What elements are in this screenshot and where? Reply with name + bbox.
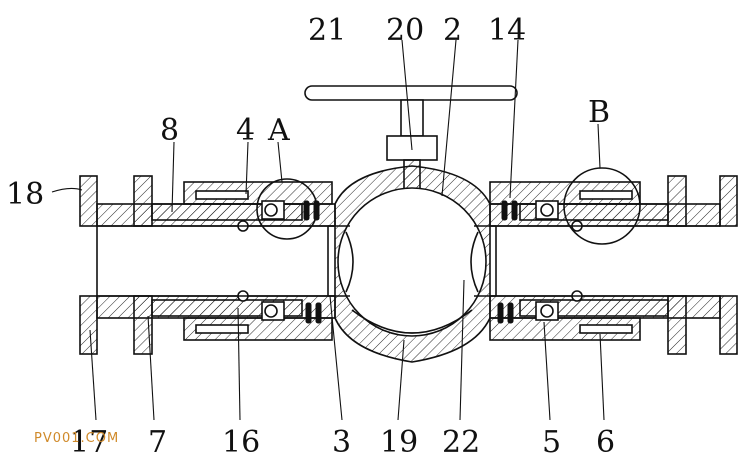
label-a: A <box>267 113 290 148</box>
detail-circle-b <box>563 167 641 245</box>
label-18: 18 <box>6 177 44 212</box>
label-5: 5 <box>542 425 561 460</box>
label-22: 22 <box>442 425 480 460</box>
label-2: 2 <box>443 13 462 48</box>
label-14: 14 <box>488 13 526 48</box>
valve-body <box>327 165 497 363</box>
watermark: PV001.COM <box>34 431 119 446</box>
label-6: 6 <box>596 425 615 460</box>
leader-lines <box>51 39 605 421</box>
label-7: 7 <box>148 425 167 460</box>
left-pipe-section <box>79 175 336 355</box>
label-19: 19 <box>380 425 418 460</box>
label-17: 17 <box>70 425 108 460</box>
label-20: 20 <box>386 13 424 48</box>
right-pipe-section <box>489 175 738 355</box>
label-21: 21 <box>308 13 346 48</box>
label-3: 3 <box>332 425 351 460</box>
label-8: 8 <box>160 113 179 148</box>
label-4: 4 <box>236 113 255 148</box>
reference-labels: 21 20 2 14 8 4 A B 18 17 7 16 3 19 22 5 … <box>6 13 615 460</box>
label-b: B <box>588 95 610 130</box>
label-16: 16 <box>222 425 260 460</box>
detail-circle-a <box>256 178 318 240</box>
